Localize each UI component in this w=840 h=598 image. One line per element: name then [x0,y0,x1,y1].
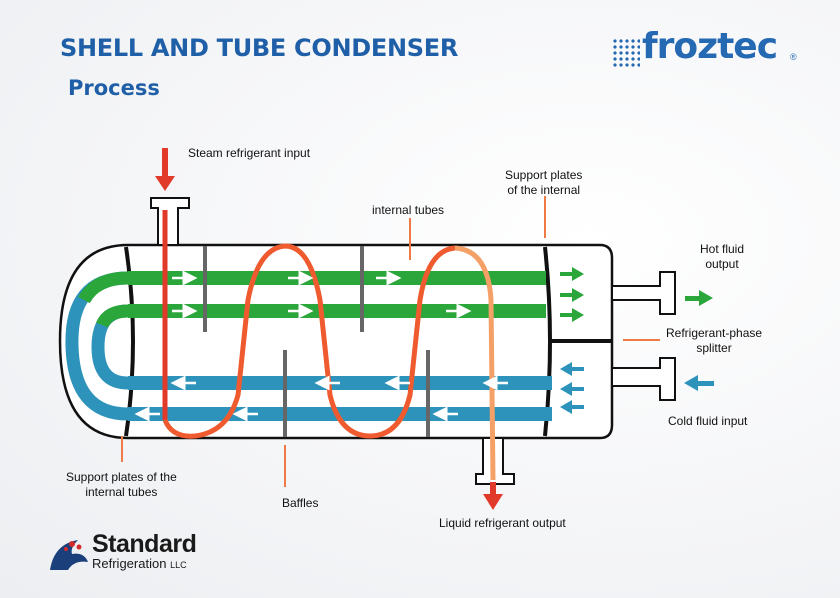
shark-icon [50,540,88,570]
steam-input-label: Steam refrigerant input [188,146,311,160]
hot-outlet-nozzle [611,271,676,315]
u-bend-inner-top [96,304,129,328]
cold-fluid-input-label: Cold fluid input [668,414,748,428]
splitter-line1: Refrigerant-phase [666,326,763,340]
hot-fluid-line2: output [705,257,739,271]
standard-refrigeration-logo: Standard Refrigeration LLC [48,530,208,580]
froztec-logo: froztec ® [612,26,812,74]
standard-text: Standard [92,530,197,558]
support-plates-tubes-label: Support plates of the internal tubes [66,470,177,500]
logo-dots-icon [612,38,640,68]
support-plates-internal-line2: of the internal [507,183,581,197]
support-plates-tubes-line1: Support plates of the [66,470,177,484]
llc-text: LLC [170,560,187,570]
liquid-output-arrow-icon [483,482,503,510]
page-title: SHELL AND TUBE CONDENSER [60,34,459,62]
hot-fluid-arrows-icon [560,267,713,322]
leader-lines [121,196,660,487]
green-tube-lower [128,304,546,318]
cold-fluid-arrows-icon [560,362,714,414]
support-plates-internal-label: Support plates of the internal [505,168,582,198]
logo-text: froztec [642,26,778,67]
internal-tubes-label: internal tubes [372,203,445,217]
refrigerant-coil [162,243,456,439]
steam-input-arrow-icon [155,148,175,191]
logo-registered-mark: ® [790,52,797,62]
refrigeration-text: Refrigeration LLC [92,556,187,571]
support-plates-tubes-line2: internal tubes [85,485,158,499]
inlet-nozzle [150,197,190,246]
splitter-line2: splitter [696,341,732,355]
refrigeration-word: Refrigeration [92,556,167,571]
u-bend-outer-top [78,271,129,304]
page-subtitle: Process [68,76,160,100]
refrigerant-splitter-label: Refrigerant-phase splitter [666,326,762,356]
refrigerant-coil-light [454,245,496,481]
baffles-label: Baffles [282,496,319,510]
liquid-output-label: Liquid refrigerant output [439,516,566,530]
support-plates-internal-line1: Support plates [505,168,583,182]
green-tube-upper [128,271,546,285]
hot-fluid-output-label: Hot fluid output [700,242,744,272]
cold-inlet-nozzle [611,357,676,401]
flow-arrow-icon [134,270,508,422]
hot-fluid-line1: Hot fluid [700,242,745,256]
